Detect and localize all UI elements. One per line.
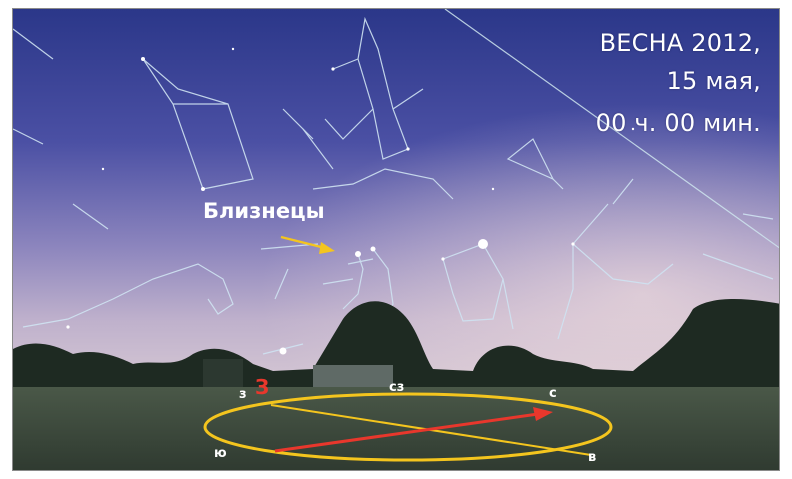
direction-east: в (588, 450, 597, 465)
horizon-ring (203, 392, 613, 462)
night-sky-scene (13, 9, 779, 470)
ecliptic-line (444, 9, 779, 249)
sky-illustration: ВЕСНА 2012, 15 мая, 00 ч. 00 мин. Близне… (12, 8, 780, 471)
direction-west-big: З (255, 375, 270, 399)
direction-northwest: сз (389, 380, 405, 395)
time-label: 00 ч. 00 мин. (595, 109, 761, 137)
direction-west-small: з (239, 387, 247, 402)
yellow-pointer-arrow (280, 235, 335, 254)
season-year-label: ВЕСНА 2012, (599, 29, 761, 57)
bright-star-regulus (478, 239, 488, 249)
ground-field (13, 387, 779, 470)
direction-north: с (549, 386, 557, 401)
stars (66, 47, 635, 355)
direction-south: ю (214, 446, 227, 461)
bright-star-low (279, 347, 287, 355)
date-label: 15 мая, (666, 67, 761, 95)
red-direction-arrow (274, 407, 553, 453)
treeline (13, 299, 779, 389)
constellation-label-gemini: Близнецы (203, 199, 325, 223)
